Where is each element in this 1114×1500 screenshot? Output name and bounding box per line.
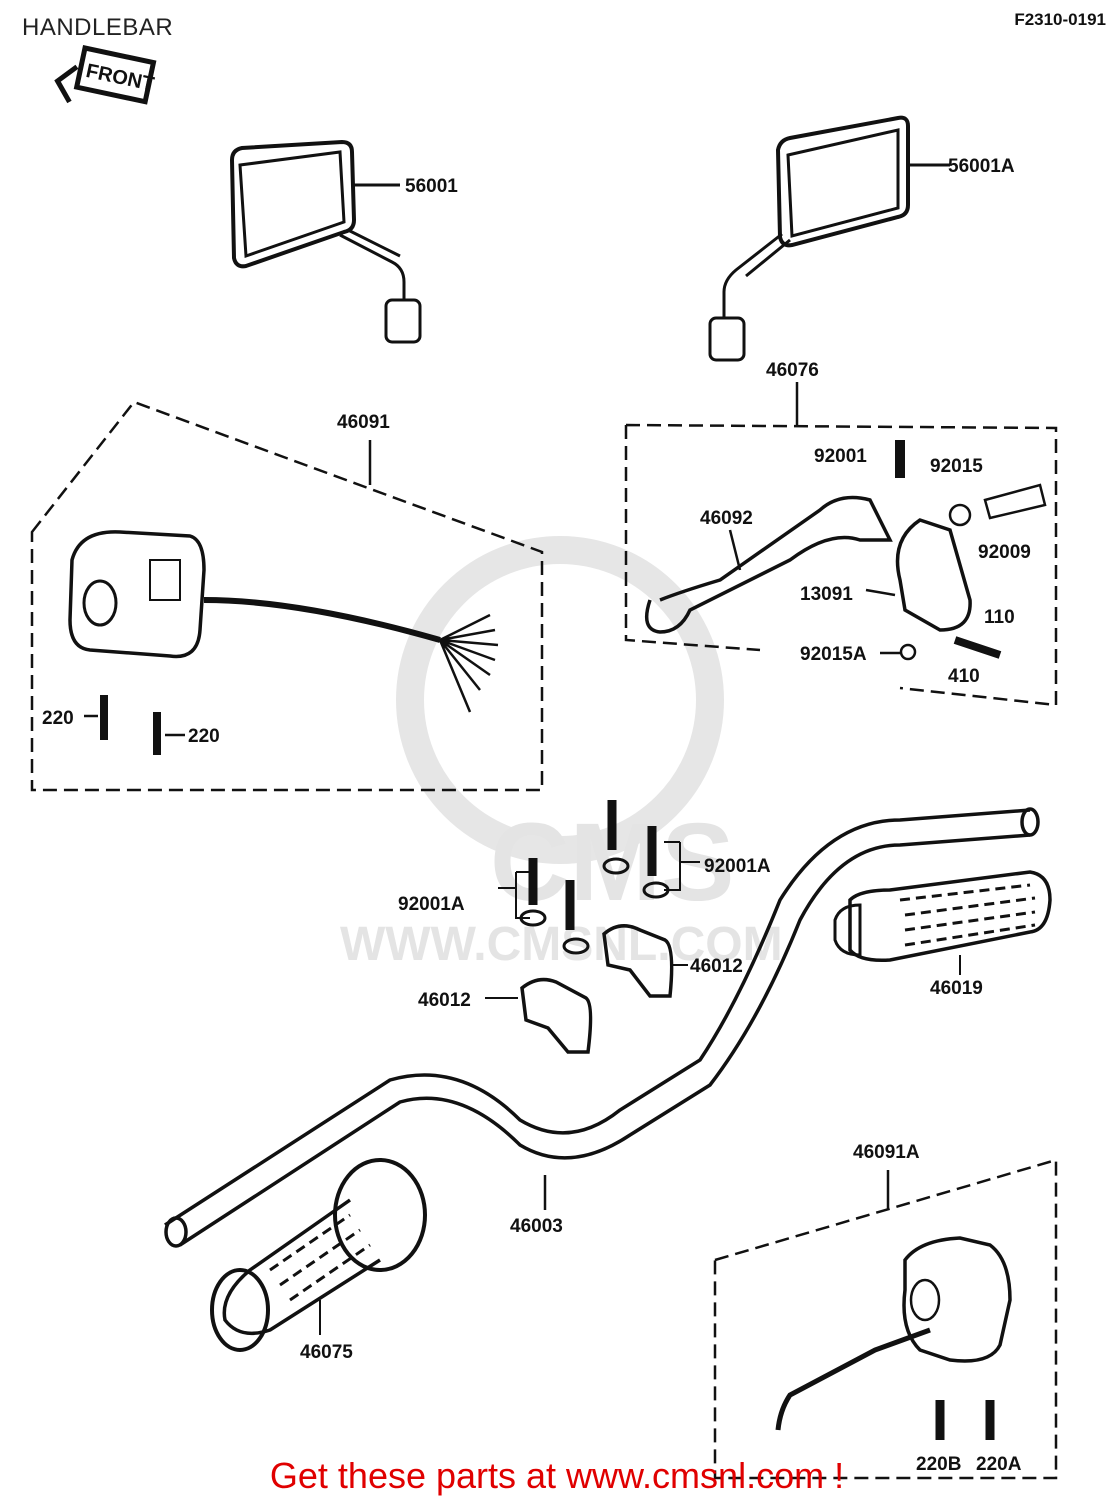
label-46012-left: 46012 <box>418 990 471 1011</box>
label-92001A-left: 92001A <box>398 894 465 915</box>
label-92015: 92015 <box>930 456 983 477</box>
page-title: HANDLEBAR <box>22 14 174 41</box>
label-92009: 92009 <box>978 542 1031 563</box>
label-56001: 56001 <box>405 176 458 197</box>
clutch-lever-group <box>624 382 1058 707</box>
label-110: 110 <box>984 607 1015 628</box>
label-46092: 46092 <box>700 508 753 529</box>
right-switch-group <box>713 1158 1058 1480</box>
label-13091: 13091 <box>800 584 853 605</box>
label-220A: 220A <box>976 1454 1022 1475</box>
watermark-url: WWW.CMSNL.COM <box>340 918 783 971</box>
label-56001A: 56001A <box>948 156 1015 177</box>
label-92001A-right: 92001A <box>704 856 771 877</box>
label-46075: 46075 <box>300 1342 353 1363</box>
label-46076: 46076 <box>766 360 819 381</box>
label-46012-right: 46012 <box>690 956 743 977</box>
label-92015A: 92015A <box>800 644 867 665</box>
label-46091A: 46091A <box>853 1142 920 1163</box>
label-92001: 92001 <box>814 446 867 467</box>
figure-code: F2310-0191 <box>1014 10 1106 29</box>
promo-link[interactable]: Get these parts at www.cmsnl.com ! <box>269 1455 845 1496</box>
label-46019: 46019 <box>930 978 983 999</box>
clamp-parts <box>485 800 700 1054</box>
label-410: 410 <box>948 666 980 687</box>
label-46091: 46091 <box>337 412 390 433</box>
left-switch-group <box>30 400 544 792</box>
label-220B: 220B <box>916 1454 961 1475</box>
left-mirror <box>229 139 422 344</box>
label-220-left: 220 <box>42 708 74 729</box>
front-arrow-icon: FRONT <box>54 45 157 105</box>
right-mirror <box>708 115 950 362</box>
left-grip <box>210 1158 427 1352</box>
label-220-right: 220 <box>188 726 220 747</box>
right-grip <box>833 870 1052 975</box>
handlebar <box>164 807 1040 1248</box>
label-46003: 46003 <box>510 1216 563 1237</box>
